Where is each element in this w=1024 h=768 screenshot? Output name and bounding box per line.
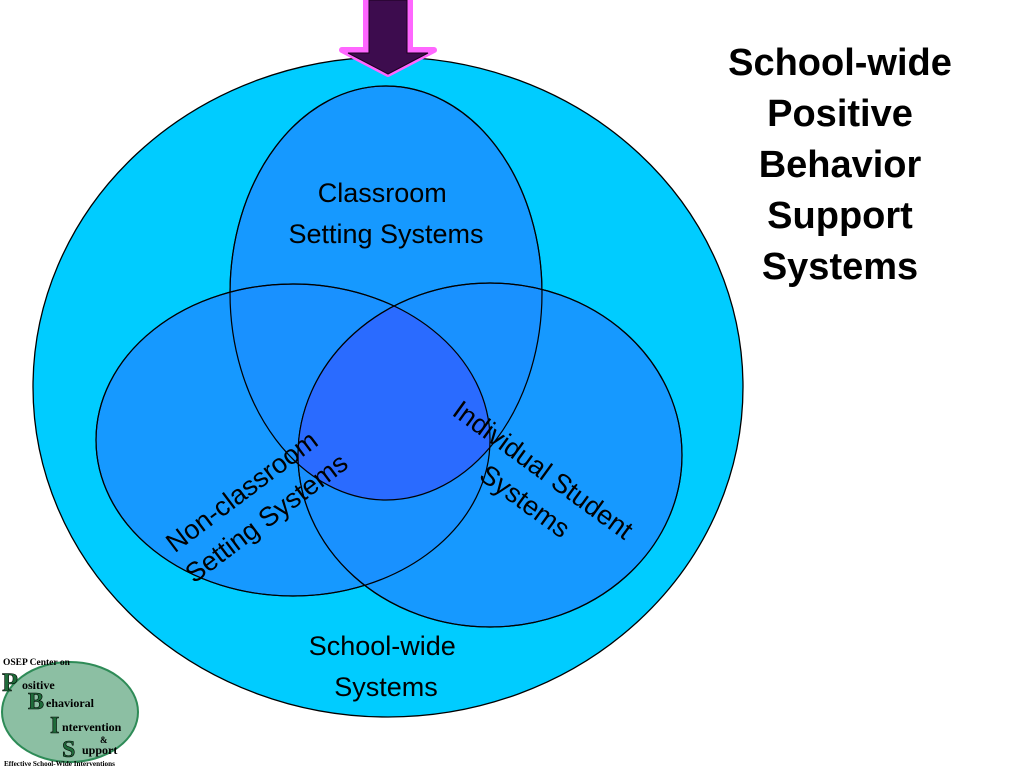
svg-text:ositive: ositive xyxy=(22,678,55,692)
svg-text:ehavioral: ehavioral xyxy=(46,696,95,710)
pbis-logo: OSEP Center on P ositive B ehavioral I n… xyxy=(1,658,139,768)
svg-text:I: I xyxy=(50,713,59,739)
svg-text:B: B xyxy=(28,689,44,715)
classroom-label: Classroom Setting Systems xyxy=(288,178,483,249)
logo-header: OSEP Center on xyxy=(3,658,71,668)
down-arrow-icon xyxy=(339,0,437,77)
page-title: School-wide Positive Behavior Support Sy… xyxy=(728,42,952,288)
svg-text:ntervention: ntervention xyxy=(62,720,122,734)
schoolwide-label: School-wide Systems xyxy=(309,631,464,702)
logo-oval xyxy=(1,661,139,763)
svg-text:S: S xyxy=(62,737,75,763)
svg-text:upport: upport xyxy=(82,743,117,757)
svg-text:P: P xyxy=(2,668,18,697)
svg-text:&: & xyxy=(100,735,108,745)
center-overlap xyxy=(298,284,490,500)
logo-footer: Effective School-Wide Interventions xyxy=(4,760,115,768)
